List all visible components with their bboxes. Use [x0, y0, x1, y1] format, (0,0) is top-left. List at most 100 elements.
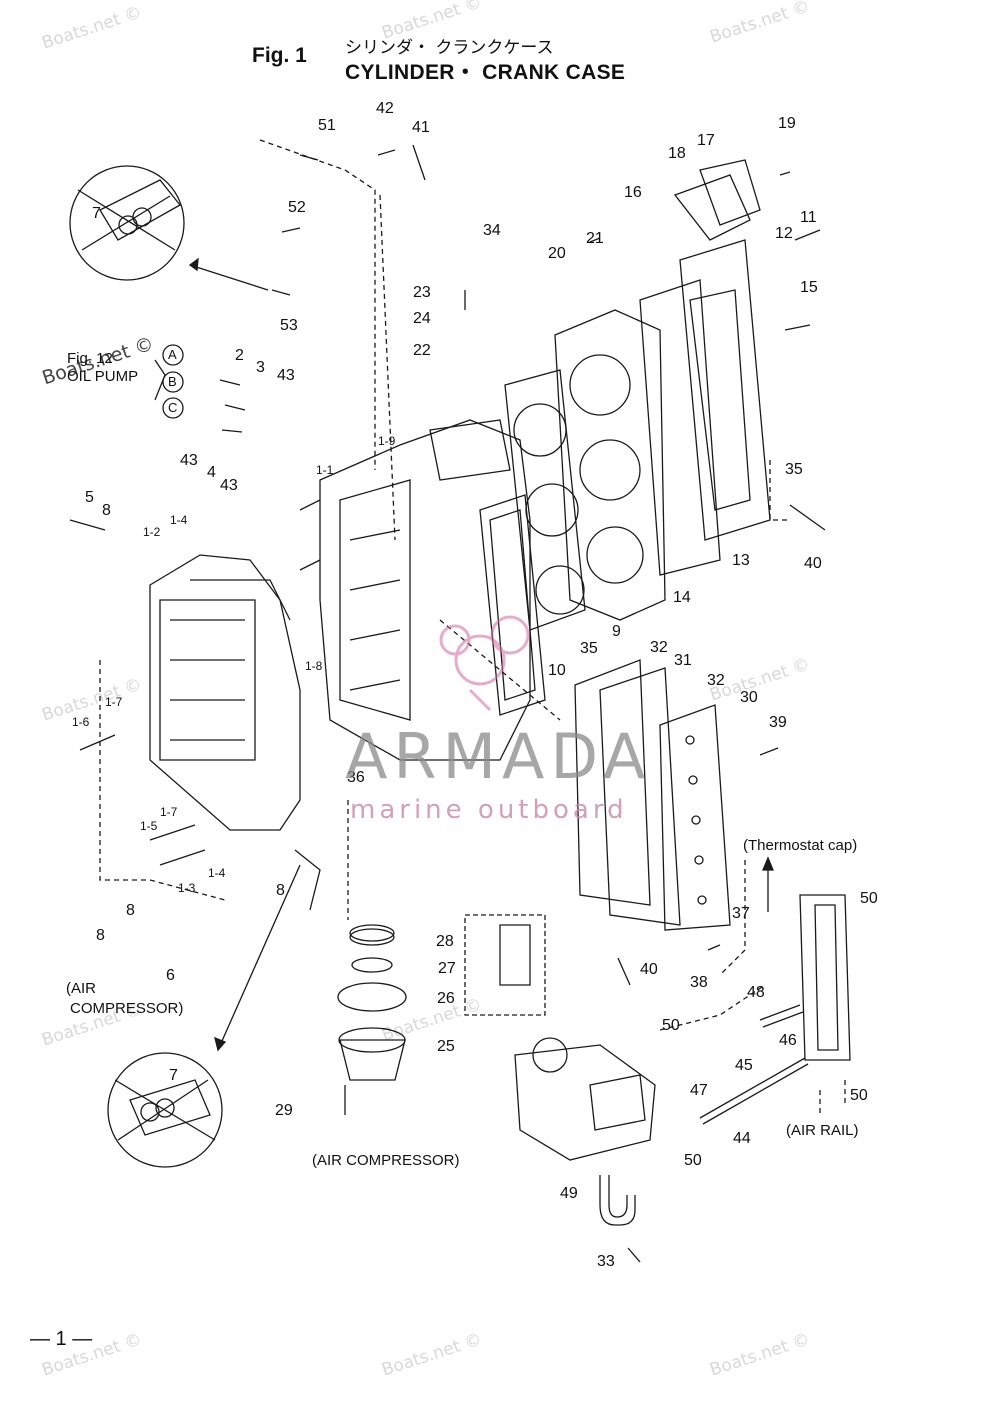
title-japanese: シリンダ・ クランクケース	[345, 38, 554, 58]
thermostat-cap-label: (Thermostat cap)	[743, 837, 857, 854]
callout-53: 53	[280, 317, 298, 334]
hose-46	[759, 1004, 804, 1028]
hose-40-left	[617, 957, 631, 986]
callout-12: 12	[775, 225, 793, 242]
callout-3: 3	[256, 359, 265, 376]
brand-subtitle-watermark: marine outboard	[350, 795, 628, 825]
callout-25: 25	[437, 1038, 455, 1055]
hose-49	[599, 1175, 636, 1226]
hose-40-right	[789, 504, 826, 531]
callout-7: 7	[92, 205, 101, 222]
callout-2: 2	[235, 347, 244, 364]
oil-seal-28	[349, 928, 395, 946]
callout-1-7: 1-7	[105, 695, 123, 709]
oil-pump-label: OIL PUMP	[67, 368, 138, 385]
callout-16: 16	[624, 184, 642, 201]
exhaust-cover-gasket	[574, 659, 651, 906]
page-number: — 1 —	[30, 1328, 93, 1350]
callout-1-2: 1-2	[143, 525, 161, 539]
head-cover-gasket	[639, 279, 721, 576]
callout-1-5: 1-5	[140, 819, 158, 833]
callout-13: 13	[732, 552, 750, 569]
seal-detail-box	[464, 914, 546, 1016]
brand-watermark: ARMADA	[345, 720, 652, 793]
callout-20: 20	[548, 245, 566, 262]
callout-29: 29	[275, 1102, 293, 1119]
callout-50: 50	[684, 1152, 702, 1169]
callout-41: 41	[412, 119, 430, 136]
oil-pump-fig-ref: Fig. 12	[67, 350, 113, 367]
hose-44	[699, 1057, 806, 1119]
callout-8: 8	[276, 882, 285, 899]
brand-logo-mark	[439, 615, 530, 712]
callout-21: 21	[586, 230, 604, 247]
callout-43: 43	[277, 367, 295, 384]
callout-32: 32	[650, 639, 668, 656]
callout-22: 22	[413, 342, 431, 359]
exhaust-outer-cover	[659, 704, 731, 931]
callout-1-7: 1-7	[160, 805, 178, 819]
figure-label: Fig. 1	[252, 44, 307, 67]
callout-42: 42	[376, 100, 394, 117]
callout-5: 5	[85, 489, 94, 506]
callout-8: 8	[126, 902, 135, 919]
air-compressor-bottom-label: (AIR COMPRESSOR)	[312, 1152, 460, 1169]
callout-23: 23	[413, 284, 431, 301]
air-rail	[799, 894, 851, 1061]
callout-18: 18	[668, 145, 686, 162]
callout-35: 35	[785, 461, 803, 478]
callout-27: 27	[438, 960, 456, 977]
callout-49: 49	[560, 1185, 578, 1202]
callout-50: 50	[662, 1017, 680, 1034]
cylinder-block	[319, 419, 531, 761]
callout-1-4: 1-4	[170, 513, 188, 527]
crankcase-front-half	[149, 554, 301, 831]
callout-15: 15	[800, 279, 818, 296]
callout-1-4: 1-4	[208, 866, 226, 880]
callout-47: 47	[690, 1082, 708, 1099]
callout-1-6: 1-6	[72, 715, 90, 729]
air-compressor-label-line2: COMPRESSOR)	[70, 1000, 183, 1017]
callout-46: 46	[779, 1032, 797, 1049]
oil-seal-27	[351, 957, 393, 973]
callout-9: 9	[612, 623, 621, 640]
callout-43: 43	[220, 477, 238, 494]
callout-32: 32	[707, 672, 725, 689]
callout-51: 51	[318, 117, 336, 134]
callout-52: 52	[288, 199, 306, 216]
thermostat-housing	[673, 174, 751, 241]
detail-circle-bottom	[107, 1052, 223, 1168]
callout-35: 35	[580, 640, 598, 657]
air-compressor-label-line1: (AIR	[66, 980, 96, 997]
callout-4: 4	[207, 464, 216, 481]
callout-A: A	[168, 347, 177, 362]
callout-26: 26	[437, 990, 455, 1007]
leader-arrow-detail-top	[189, 264, 269, 291]
callout-17: 17	[697, 132, 715, 149]
head-cover	[679, 239, 771, 541]
exhaust-gasket	[479, 494, 546, 716]
callout-B: B	[168, 374, 177, 389]
callout-33: 33	[597, 1253, 615, 1270]
callout-19: 19	[778, 115, 796, 132]
callout-39: 39	[769, 714, 787, 731]
callout-1-3: 1-3	[178, 881, 196, 895]
callout-30: 30	[740, 689, 758, 706]
callout-48: 48	[747, 984, 765, 1001]
air-compressor-hose	[294, 849, 321, 911]
seal-housing-25	[339, 1039, 406, 1081]
leader-arrow-detail-bottom	[217, 864, 301, 1051]
callout-28: 28	[436, 933, 454, 950]
callout-34: 34	[483, 222, 501, 239]
callout-31: 31	[674, 652, 692, 669]
callout-8: 8	[96, 927, 105, 944]
callout-8: 8	[102, 502, 111, 519]
air-compressor	[514, 1044, 656, 1161]
cylinder-head	[554, 309, 666, 621]
callout-6: 6	[166, 967, 175, 984]
callout-37: 37	[732, 905, 750, 922]
title-english: CYLINDER・ CRANK CASE	[345, 61, 626, 84]
callout-10: 10	[548, 662, 566, 679]
callout-36: 36	[347, 769, 365, 786]
